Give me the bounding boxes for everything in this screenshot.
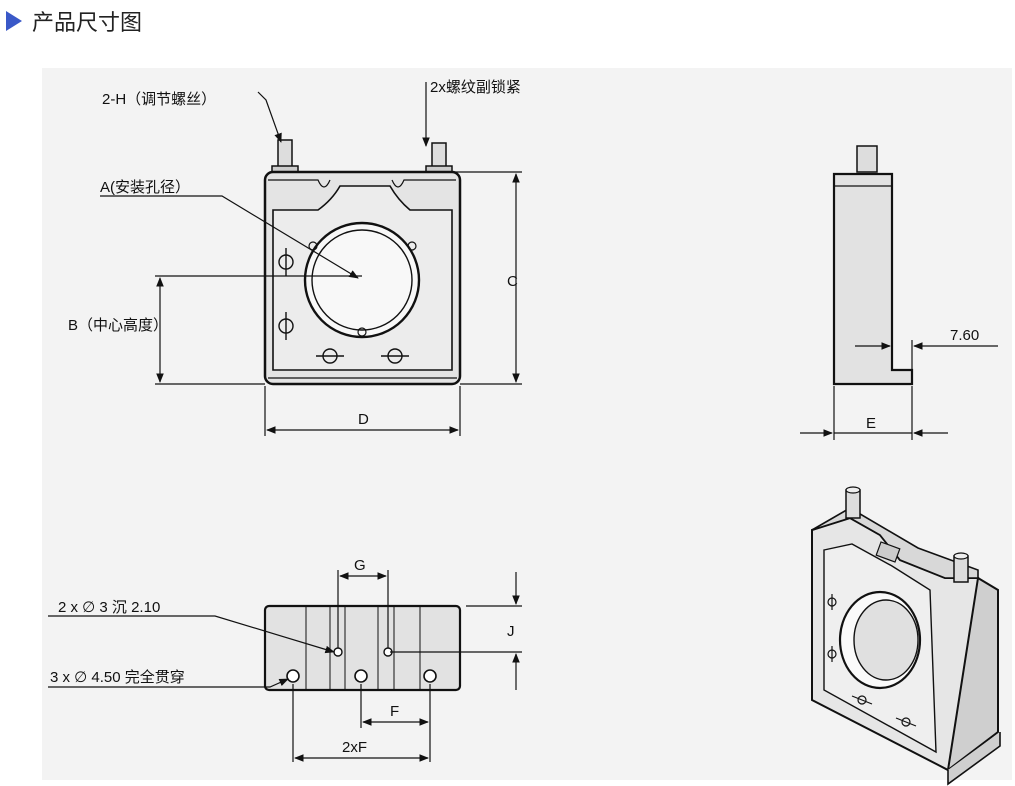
side-body (832, 172, 914, 386)
dim-2xf-label: 2xF (342, 739, 367, 756)
triangle-marker-icon (6, 11, 22, 31)
center-height-label: B（中心高度） (68, 317, 168, 334)
dim-c-label: C (507, 273, 518, 290)
dim-j-label: J (507, 623, 515, 640)
countersink-label: 2 x ∅ 3 沉 2.10 (58, 599, 160, 616)
lock-screw-label: 2x螺纹副锁紧 (430, 79, 521, 96)
dim-f-label: F (390, 703, 399, 720)
mount-hole-label: A(安装孔径） (100, 179, 190, 196)
section-title: 产品尺寸图 (32, 11, 143, 36)
dim-g-label: G (354, 557, 366, 574)
dim-d-label: D (358, 411, 369, 428)
dim-e-label: E (866, 415, 876, 432)
bottom-view (263, 604, 462, 692)
adjust-screw-label: 2-H（调节螺丝） (102, 91, 216, 108)
step-value-label: 7.60 (950, 327, 979, 344)
through-holes-label: 3 x ∅ 4.50 完全贯穿 (50, 668, 185, 686)
isometric-view-illustration (811, 486, 1001, 786)
side-view (832, 145, 914, 386)
section-header: 产品尺寸图 (6, 4, 142, 38)
mount-bore (303, 221, 421, 339)
front-view (263, 139, 462, 386)
